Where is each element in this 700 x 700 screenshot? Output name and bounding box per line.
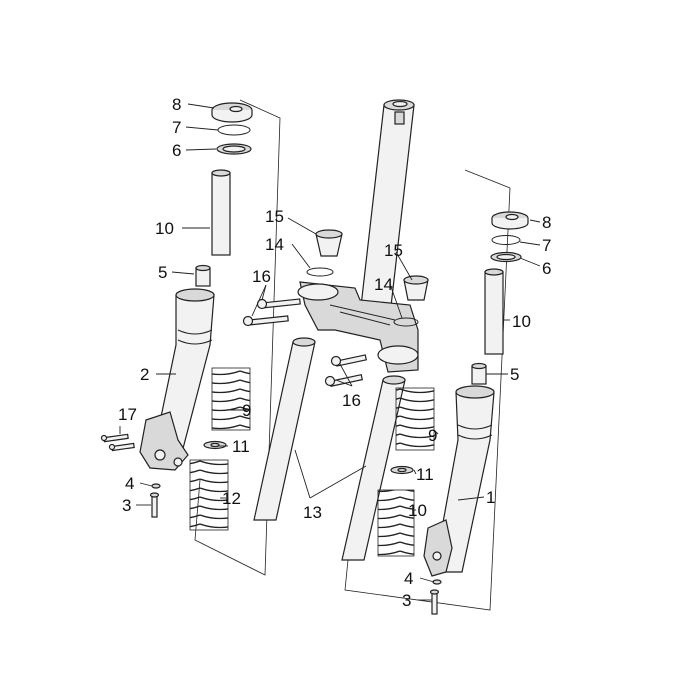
assembly-frame-right	[344, 169, 511, 611]
leader-lines	[119, 103, 541, 601]
lower-yoke	[297, 281, 419, 373]
callout-2: 2	[140, 365, 149, 384]
callout-15-left: 15	[265, 207, 284, 226]
left-spring-9	[211, 367, 251, 431]
callout-9-right: 9	[428, 426, 437, 445]
callout-labels: 8 7 6 10 5 2 17 4 3 15 14 16 9 11 12 13 …	[118, 95, 551, 610]
callout-10-right: 10	[512, 312, 531, 331]
callout-3-right: 3	[402, 591, 411, 610]
callout-14-right: 14	[374, 275, 393, 294]
yoke-bolts-16-top	[242, 298, 301, 327]
callout-12: 12	[222, 489, 241, 508]
right-spring-9	[395, 387, 435, 451]
right-screw-3	[429, 589, 440, 615]
callout-11-right: 11	[416, 465, 434, 484]
callout-8-right: 8	[542, 213, 551, 232]
right-bushing-5	[471, 362, 487, 385]
callout-4-left: 4	[125, 474, 134, 493]
left-bolts-17	[100, 433, 135, 452]
callout-14-left: 14	[265, 235, 284, 254]
callout-15-right: 15	[384, 241, 403, 260]
callout-10-lower: 10	[408, 501, 427, 520]
callout-7-left: 7	[172, 118, 181, 137]
left-spacer-11	[203, 440, 227, 450]
center-tube-13-right	[341, 375, 406, 561]
left-screw-3	[149, 492, 160, 518]
right-seal-6	[490, 251, 522, 263]
right-oring-14	[393, 317, 419, 327]
callout-1: 1	[486, 488, 495, 507]
right-top-cap-8	[491, 211, 529, 230]
callout-4-right: 4	[404, 569, 413, 588]
callout-17: 17	[118, 405, 137, 424]
callout-5-right: 5	[510, 365, 519, 384]
left-oring-14	[306, 267, 334, 277]
left-bushing-15	[315, 229, 343, 257]
right-circlip-7	[491, 235, 521, 245]
right-bushing-15	[403, 275, 429, 301]
callout-11-left: 11	[232, 437, 250, 456]
left-top-cap-8	[211, 102, 253, 123]
callout-9-left: 9	[242, 401, 251, 420]
right-washer-4	[432, 579, 442, 585]
left-bushing-5	[195, 264, 211, 287]
right-fork-slider-1	[423, 385, 495, 577]
right-spring-10	[377, 489, 415, 557]
callout-3-left: 3	[122, 496, 131, 515]
callout-8-left: 8	[172, 95, 181, 114]
left-circlip-7	[217, 124, 251, 136]
left-fork-slider-2	[139, 288, 215, 471]
callout-16-top: 16	[252, 267, 271, 286]
left-tube-10	[211, 169, 231, 256]
left-washer-4	[151, 483, 161, 489]
right-tube-10	[484, 268, 504, 355]
callout-5-left: 5	[158, 263, 167, 282]
callout-7-right: 7	[542, 236, 551, 255]
callout-13: 13	[303, 503, 322, 522]
callout-16-bottom: 16	[342, 391, 361, 410]
center-tube-13-left	[253, 337, 316, 521]
yoke-bolts-16-bottom	[324, 354, 368, 387]
left-seal-6	[216, 143, 252, 155]
callout-6-right: 6	[542, 259, 551, 278]
callout-6-left: 6	[172, 141, 181, 160]
right-spacer-11	[390, 465, 414, 475]
callout-10-left: 10	[155, 219, 174, 238]
left-spring-12	[189, 459, 229, 531]
